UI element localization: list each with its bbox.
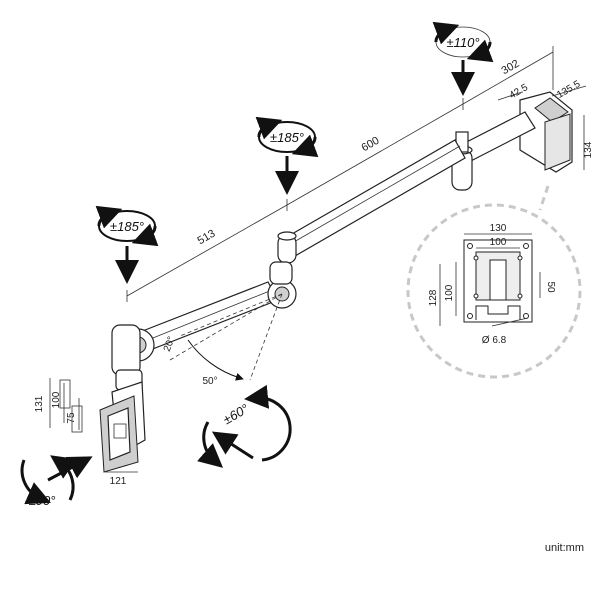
tilt-20: 20° — [162, 335, 178, 353]
vesa-100-h: 100 — [444, 284, 455, 301]
vesa-50: 50 — [545, 281, 556, 293]
tilt-head — [99, 324, 155, 473]
unit-label: unit:mm — [544, 542, 584, 554]
rot-90-label: ±90° — [29, 493, 56, 508]
dim-121: 121 — [110, 476, 127, 487]
vesa-130: 130 — [490, 223, 507, 234]
dim-135-5: 135.5 — [555, 79, 583, 101]
dim-100: 100 — [51, 391, 62, 408]
dim-513: 513 — [196, 228, 218, 248]
arm-dimension-lines: 513 600 302 — [126, 46, 554, 302]
dim-131: 131 — [34, 395, 45, 412]
tilt-50: 50° — [202, 376, 217, 387]
dim-302: 302 — [500, 58, 522, 78]
vesa-128: 128 — [428, 289, 439, 306]
rotation-symbol-top: ±110° — [432, 21, 494, 96]
dim-75: 75 — [66, 412, 77, 424]
dim-600: 600 — [360, 135, 382, 155]
rot-left-label: ±185° — [110, 219, 144, 234]
rotation-symbol-left: ±185° — [95, 205, 159, 284]
vesa-detail-callout: 130 100 128 100 50 Ø 6.8 — [406, 185, 582, 379]
vesa-100-w: 100 — [490, 237, 507, 248]
rot-mid-label: ±185° — [270, 130, 304, 145]
middle-arm — [277, 139, 466, 264]
lower-arm — [139, 261, 297, 351]
rotation-symbol-60: ±60° — [197, 384, 292, 468]
head-dimensions: 131 100 75 121 — [34, 378, 138, 487]
dim-134: 134 — [583, 141, 594, 158]
rotation-symbol-90: ±90° — [20, 455, 93, 508]
rot-60-label: ±60° — [220, 401, 251, 427]
rot-top-label: ±110° — [446, 35, 479, 50]
tilt-angles: 20° 50° — [162, 293, 283, 387]
vesa-hole: Ø 6.8 — [482, 335, 507, 346]
rotation-symbol-mid: ±185° — [255, 116, 319, 195]
